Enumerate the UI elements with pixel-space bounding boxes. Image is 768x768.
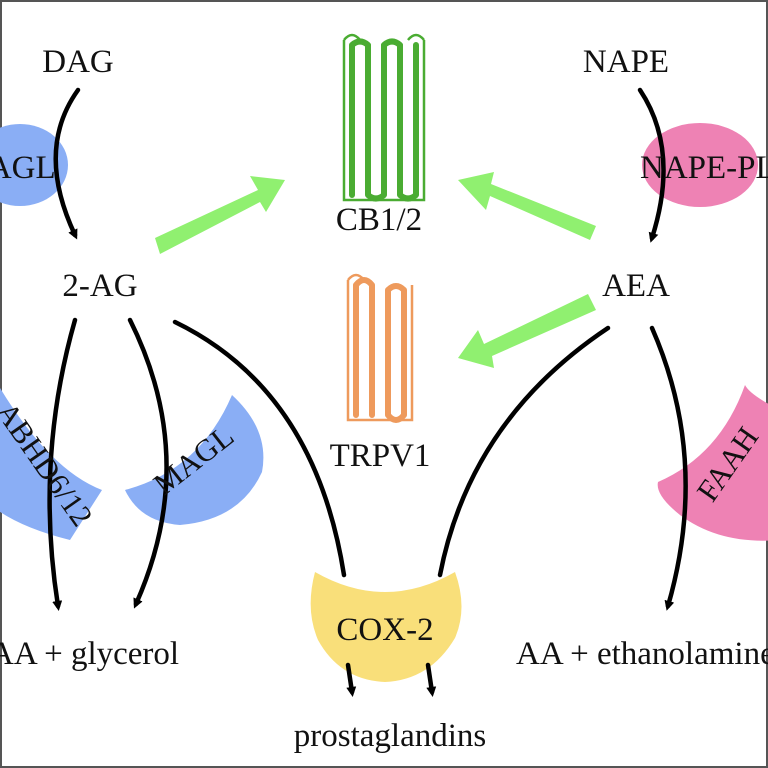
arrow-dag-to-2ag bbox=[53, 87, 81, 240]
trpv1-receptor-outline bbox=[346, 273, 414, 422]
dagl-label: DAGL bbox=[0, 150, 56, 186]
cb-receptor-label: CB1/2 bbox=[336, 202, 422, 238]
arrow-2ag-magl bbox=[127, 317, 169, 609]
arrow-aea-faah bbox=[649, 325, 688, 611]
arrow-cox2-prostaglandins-right bbox=[425, 662, 437, 697]
2ag-label: 2-AG bbox=[62, 268, 137, 304]
cox2-enzyme-shape bbox=[310, 572, 462, 682]
trpv1-receptor-icon bbox=[353, 277, 407, 423]
arrow-2ag-cox2 bbox=[172, 319, 347, 578]
cox2-label: COX-2 bbox=[336, 612, 433, 648]
arrow-aea-cox2 bbox=[437, 325, 611, 578]
aa-ethanolamine-label: AA + ethanolamine bbox=[516, 636, 768, 672]
cb-receptor-outline bbox=[342, 33, 426, 202]
aea-label: AEA bbox=[602, 268, 670, 304]
cb-receptor-icon bbox=[349, 38, 419, 202]
nape-label: NAPE bbox=[583, 44, 669, 80]
arrow-2ag-abhd bbox=[47, 317, 78, 611]
dag-label: DAG bbox=[42, 44, 114, 80]
activation-arrow-aea-cb bbox=[458, 172, 596, 240]
nape-pld-label: NAPE-PLD bbox=[640, 150, 768, 186]
dagl-enzyme-shape bbox=[0, 124, 68, 206]
magl-enzyme-shape bbox=[125, 395, 264, 525]
activation-arrow-aea-trpv1 bbox=[458, 294, 596, 368]
prostaglandins-label: prostaglandins bbox=[294, 718, 486, 754]
aa-glycerol-label: AA + glycerol bbox=[0, 636, 179, 672]
trpv1-receptor-label: TRPV1 bbox=[330, 438, 431, 474]
arrow-nape-to-aea bbox=[637, 87, 666, 243]
arrow-cox2-prostaglandins-left bbox=[345, 662, 357, 697]
nape-pld-enzyme-shape bbox=[642, 123, 758, 207]
activation-arrow-2ag-cb bbox=[155, 176, 285, 254]
